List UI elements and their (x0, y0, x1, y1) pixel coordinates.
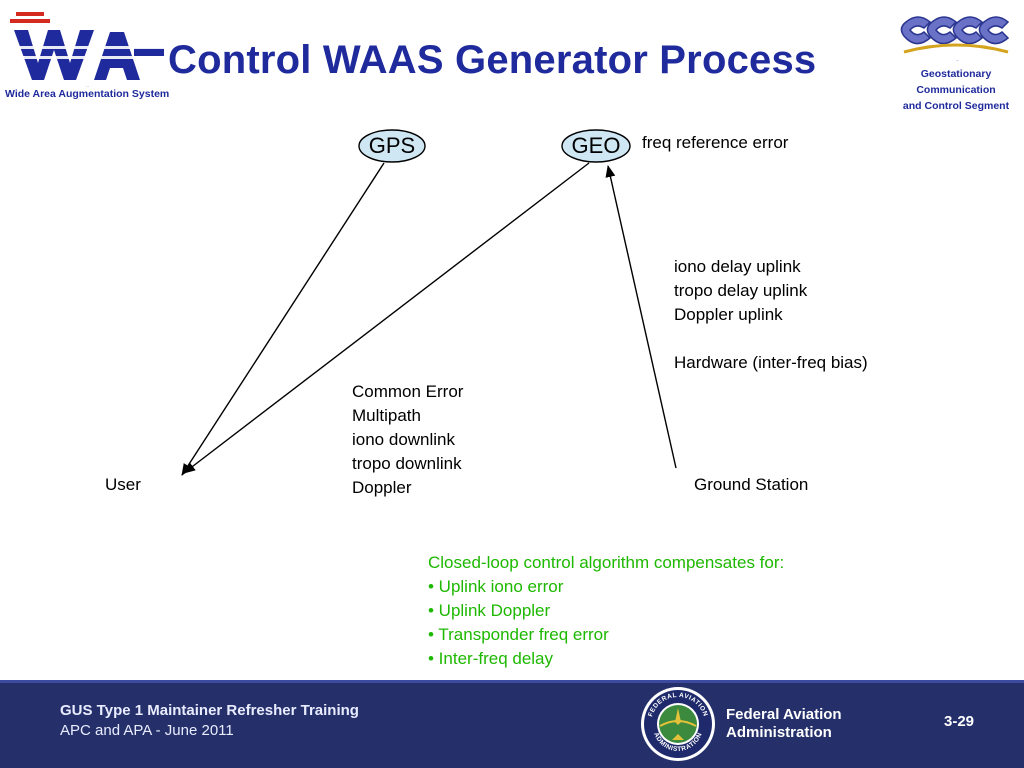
waas-caption: Wide Area Augmentation System (5, 88, 170, 100)
ground-to-geo-arrow (605, 165, 677, 469)
list-item: • Inter-freq delay (428, 649, 554, 668)
user-node-label: User (105, 475, 141, 494)
downlink-error-list: Common Error Multipath iono downlink tro… (352, 380, 463, 500)
list-item: • Transponder freq error (428, 625, 609, 644)
list-item: tropo delay uplink (674, 281, 808, 300)
hardware-error: Hardware (inter-freq bias) (674, 353, 868, 372)
list-item: Doppler (352, 478, 412, 497)
faa-seal-icon: FEDERAL AVIATION ADMINISTRATION (641, 687, 715, 761)
gccs-caption-line: Communication (916, 84, 996, 96)
faa-name-line: Administration (726, 724, 832, 741)
gccs-logo-text: GCCS (956, 60, 959, 62)
list-item: iono delay uplink (674, 257, 801, 276)
faa-name-line: Federal Aviation (726, 706, 842, 723)
uplink-error-list: iono delay uplink tropo delay uplink Dop… (674, 255, 807, 327)
gccs-caption: Geostationary Communication and Control … (896, 66, 1016, 114)
geo-node-ellipse (561, 129, 631, 163)
faa-name: Federal Aviation Administration (726, 706, 842, 742)
gccs-caption-line: Geostationary (920, 68, 992, 80)
ground-station-node-label: Ground Station (694, 475, 809, 494)
geo-node-label: GEO (571, 133, 621, 158)
closed-loop-heading: Closed-loop control algorithm compensate… (428, 553, 785, 572)
list-item: Multipath (352, 406, 421, 425)
slide-number: 3-29 (944, 713, 975, 730)
waas-logo-text: WAAS (86, 85, 89, 88)
footer-bar (0, 680, 1024, 768)
closed-loop-list: Closed-loop control algorithm compensate… (428, 551, 784, 671)
waas-logo: WAAS (6, 12, 166, 88)
list-item: Doppler uplink (674, 305, 783, 324)
gccs-caption-line: and Control Segment (902, 100, 1010, 112)
footer-title: GUS Type 1 Maintainer Refresher Training (60, 702, 359, 719)
footer-subtitle: APC and APA - June 2011 (60, 722, 234, 739)
signal-path-diagram (181, 129, 677, 476)
list-item: • Uplink Doppler (428, 601, 551, 620)
geo-annotation: freq reference error (642, 133, 789, 152)
list-item: iono downlink (352, 430, 456, 449)
list-item: Common Error (352, 382, 464, 401)
page-title: Control WAAS Generator Process (168, 38, 817, 82)
gccs-logo: GCCS (900, 16, 1010, 62)
list-item: tropo downlink (352, 454, 462, 473)
geo-to-user-arrow (183, 162, 590, 474)
gps-node-ellipse (358, 129, 426, 163)
gps-node-label: GPS (368, 133, 416, 158)
list-item: • Uplink iono error (428, 577, 564, 596)
gps-to-user-arrow (181, 162, 385, 476)
footer-divider (0, 680, 1024, 683)
